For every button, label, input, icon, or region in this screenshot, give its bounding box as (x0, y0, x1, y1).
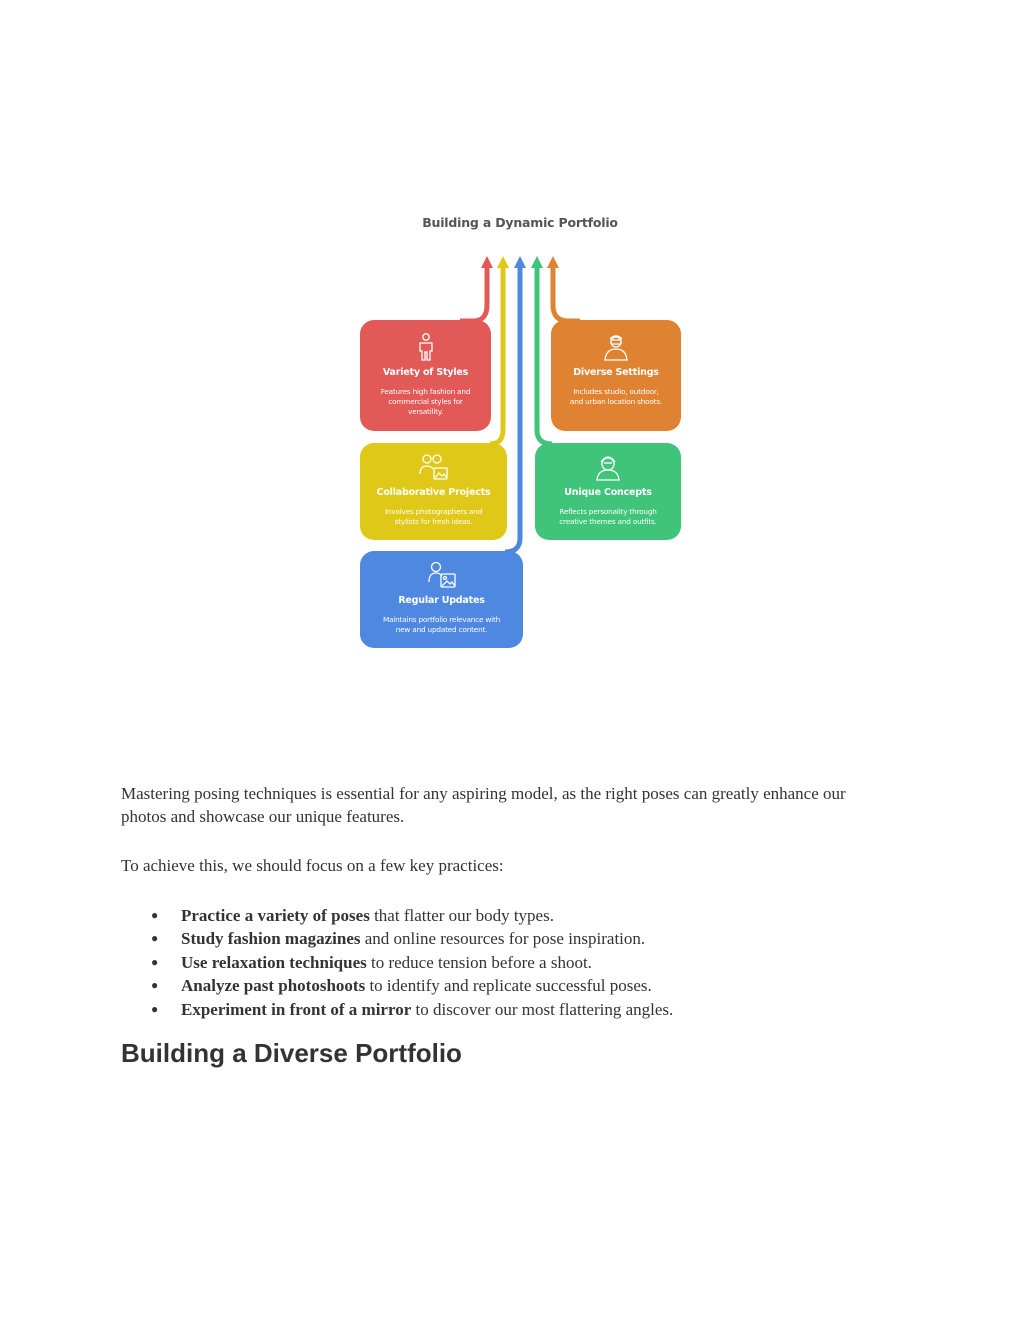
card-unique-concepts: Unique Concepts Reflects personality thr… (535, 443, 681, 540)
bullet-icon: ● (151, 931, 159, 946)
yellow-arrowhead (497, 256, 509, 268)
card-title: Unique Concepts (564, 487, 652, 498)
green-arrowhead (531, 256, 543, 268)
section-heading: Building a Diverse Portfolio (121, 1038, 462, 1068)
list-item: ● Use relaxation techniques to reduce ten… (121, 951, 921, 974)
blue-arrow-line (504, 268, 523, 555)
green-arrow-line (534, 268, 553, 447)
practices-list: ● Practice a variety of poses that flatte… (121, 904, 921, 1021)
list-item-bold: Practice a variety of poses (181, 906, 370, 925)
list-item-text: to discover our most flattering angles. (411, 999, 674, 1019)
intro-paragraph: Mastering posing techniques is essential… (121, 784, 846, 826)
list-item-text: to reduce tension before a shoot. (366, 952, 592, 972)
card-title: Collaborative Projects (376, 487, 491, 498)
list-item-text: to identify and replicate successful pos… (365, 976, 652, 996)
infographic-title: Building a Dynamic Portfolio (422, 215, 618, 230)
card-description: Reflects personality through creative th… (559, 507, 657, 526)
practices-lead-paragraph: To achieve this, we should focus on a fe… (121, 856, 504, 875)
card-description: Includes studio, outdoor, and urban loca… (569, 387, 663, 406)
team-photo-icon (418, 454, 448, 480)
list-item-bold: Analyze past photoshoots (181, 976, 366, 996)
card-title: Diverse Settings (573, 367, 659, 378)
orange-arrowhead (547, 256, 559, 268)
list-item-bold: Study fashion magazines (181, 929, 361, 949)
model-face-icon (596, 456, 620, 481)
list-item-text: and online resources for pose inspiratio… (360, 929, 646, 949)
list-item-text: that flatter our body types. (369, 906, 554, 925)
card-variety-of-styles: Variety of Styles Features high fashion … (360, 320, 491, 431)
portfolio-infographic: Building a Dynamic Portfolio Variety of … (360, 215, 681, 648)
card-diverse-settings: Diverse Settings Includes studio, outdoo… (551, 320, 681, 431)
blue-arrowhead (514, 256, 526, 268)
bullet-icon: ● (151, 908, 159, 922)
bullet-icon: ● (151, 978, 159, 993)
card-title: Regular Updates (398, 595, 485, 606)
yellow-arrow-line (489, 268, 506, 447)
bullet-icon: ● (151, 1001, 159, 1016)
card-description: Involves photographers and stylists for … (384, 507, 483, 526)
list-item: ● Study fashion magazines and online reso… (121, 927, 921, 950)
red-arrow-line (460, 268, 490, 324)
bullet-icon: ● (151, 954, 159, 969)
person-image-icon (427, 561, 456, 588)
list-item: ● Practice a variety of poses that flatte… (121, 904, 921, 927)
list-item: ● Analyze past photoshoots to identify an… (121, 974, 921, 997)
card-description: Maintains portfolio relevance with new a… (382, 615, 501, 634)
red-arrowhead (481, 256, 493, 268)
card-description: Features high fashion and commercial sty… (380, 387, 471, 416)
person-standing-icon (418, 333, 433, 361)
photographer-icon (604, 335, 628, 361)
list-item-bold: Experiment in front of a mirror (181, 999, 412, 1019)
arrow-connectors (460, 256, 580, 555)
list-item-bold: Use relaxation techniques (181, 952, 367, 972)
card-collaborative-projects: Collaborative Projects Involves photogra… (360, 443, 507, 540)
list-item: ● Experiment in front of a mirror to disc… (121, 998, 921, 1021)
card-title: Variety of Styles (382, 367, 469, 378)
orange-arrow-line (550, 268, 580, 324)
card-regular-updates: Regular Updates Maintains portfolio rele… (360, 551, 523, 648)
